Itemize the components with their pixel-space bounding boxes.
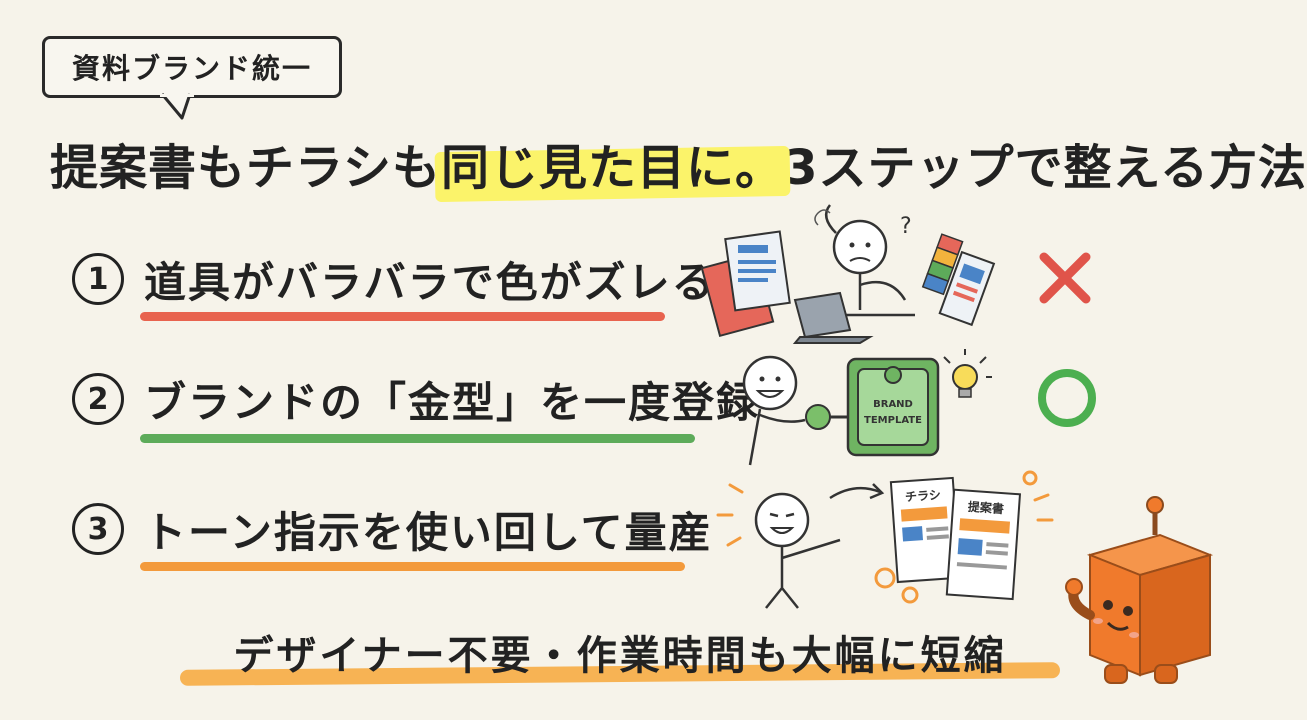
confused-person-illustration: ? (700, 204, 996, 344)
category-tag-label: 資料ブランド統一 (71, 52, 312, 85)
step-3-underline (140, 562, 685, 571)
step-1-underline (140, 312, 665, 321)
step-2-underline (140, 434, 695, 443)
template-label-line2: TEMPLATE (864, 415, 922, 426)
title-part2: 3ステップで整える方法 (784, 140, 1307, 196)
proposal-label: 提案書 (967, 499, 1004, 516)
smiling-person-icon (742, 355, 806, 466)
sparkle-lines-icon (716, 483, 1054, 547)
step-3-text: トーン指示を使い回して量産 (144, 507, 713, 557)
step-2-text: ブランドの「金型」を一度登録 (144, 377, 761, 427)
step-1-number: 1 (72, 253, 124, 305)
svg-text:?: ? (900, 214, 912, 239)
speech-bubble-tail-icon (160, 93, 194, 120)
circle-ok-icon (1038, 369, 1096, 427)
mass-production-illustration: チラシ 提案書 (716, 470, 1054, 609)
laptop-icon (792, 291, 874, 344)
page-title: 提案書もチラシも 同じ見た目に。 3ステップで整える方法 (50, 120, 1306, 206)
brand-template-box-icon: BRAND TEMPLATE (846, 357, 940, 457)
proposal-document-icon: 提案書 (945, 488, 1022, 601)
step-3: 3 トーン指示を使い回して量産 (72, 494, 713, 564)
step-1-text: 道具がバラバラで色がズレる (144, 257, 716, 307)
category-tag: 資料ブランド統一 (42, 36, 342, 98)
lightbulb-icon (943, 349, 992, 398)
worried-person-icon: ? (814, 204, 915, 317)
footer-text: デザイナー不要・作業時間も大幅に短縮 (233, 633, 1007, 679)
pointing-person-icon (754, 483, 885, 609)
color-swatches-icon (921, 233, 996, 327)
orange-rings-icon (874, 470, 1038, 604)
cross-icon (1039, 252, 1091, 304)
scattered-documents-icon (700, 230, 791, 338)
flyer-document-icon: チラシ (889, 476, 961, 584)
mascot-robot-icon (1065, 496, 1214, 684)
step-2: 2 ブランドの「金型」を一度登録 (72, 364, 760, 434)
step-1: 1 道具がバラバラで色がズレる (72, 244, 716, 314)
title-part1: 提案書もチラシも (50, 140, 442, 196)
brand-template-illustration: BRAND TEMPLATE (742, 349, 992, 466)
step-3-number: 3 (72, 503, 124, 555)
template-label-line1: BRAND (873, 399, 913, 410)
step-2-number: 2 (72, 373, 124, 425)
title-highlight: 同じ見た目に。 (441, 128, 784, 198)
footer-summary: デザイナー不要・作業時間も大幅に短縮 (190, 620, 1050, 684)
flyer-label: チラシ (905, 488, 942, 504)
